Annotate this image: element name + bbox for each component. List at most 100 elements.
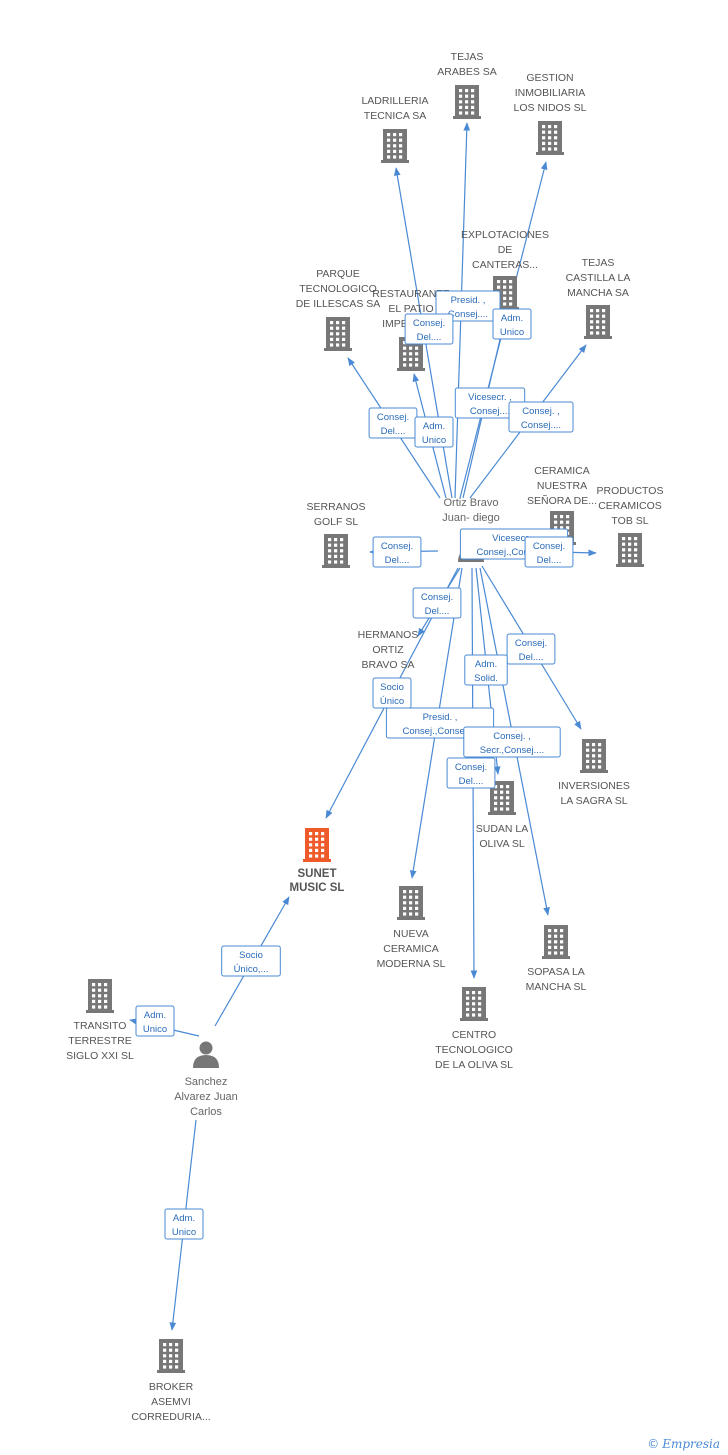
node-label: BROKER: [149, 1381, 194, 1393]
node-label: NUEVA: [393, 928, 428, 940]
relation-label-ortiz_bravo-explotaciones[interactable]: Vicesecr. ,Consej....: [454, 387, 526, 419]
node-label: DE ILLESCAS SA: [296, 298, 381, 310]
node-label: BRAVO SA: [362, 659, 415, 671]
relation-label-sanchez-broker[interactable]: Adm.Unico: [164, 1208, 204, 1240]
node-label: CERAMICA: [534, 465, 589, 477]
node-label: LADRILLERIA: [361, 95, 428, 107]
node-label: SUDAN LA: [476, 823, 529, 835]
relation-labels-layer: Presid. ,Consej....Adm.UnicoConsej.Del..…: [135, 290, 574, 1240]
relation-label-text: Consej.: [381, 541, 413, 552]
relation-label-text: Unico: [143, 1024, 167, 1035]
node-label: SEÑORA DE...: [527, 494, 597, 507]
relation-label-ortiz_bravo-restaurante[interactable]: Adm.Unico: [414, 416, 454, 448]
relation-label-ortiz_bravo-sopasa[interactable]: Consej. ,Secr.,Consej....: [463, 726, 561, 758]
relation-label-text: Presid. ,: [451, 295, 486, 306]
building-icon: [86, 979, 114, 1013]
relation-label-ortiz_bravo-sudan[interactable]: Adm. Solid.: [464, 654, 508, 686]
node-sudan[interactable]: SUDAN LA OLIVA SL: [476, 781, 529, 850]
relation-label-text: Del....: [385, 555, 410, 566]
node-gestion_inmob[interactable]: GESTION INMOBILIARIA LOS NIDOS SL: [514, 72, 587, 155]
relation-label-text: Del....: [425, 606, 450, 617]
footer-brand[interactable]: ©Empresia: [647, 1437, 720, 1451]
node-label: MANCHA SA: [567, 287, 629, 299]
node-label: Ortiz Bravo: [443, 497, 498, 509]
building-icon: [580, 739, 608, 773]
node-label: EL PATIO: [388, 303, 433, 315]
node-label: DE: [498, 244, 513, 256]
relation-label-ortiz_bravo-centro_tec[interactable]: Consej.Del....: [446, 757, 496, 789]
node-label: MUSIC SL: [290, 882, 345, 894]
node-broker[interactable]: BROKERASEMVICORREDURIA...: [131, 1339, 211, 1423]
relation-label-ortiz_bravo-productos_cer[interactable]: Consej.Del....: [524, 536, 574, 568]
node-label: Juan- diego: [442, 512, 500, 524]
relation-label-ortiz_bravo-tejas_castilla[interactable]: Consej. ,Consej....: [508, 401, 574, 433]
relation-label-ortiz_bravo-ladrilleria[interactable]: Consej.Del....: [404, 313, 454, 345]
relation-label-ortiz_bravo-tejas_arabes[interactable]: Presid. ,Consej....: [435, 290, 501, 322]
node-label: CERAMICOS: [598, 500, 662, 512]
relation-label-text: Unico: [422, 435, 446, 446]
relation-label-text: Unico: [500, 327, 524, 338]
building-icon: [381, 129, 409, 163]
node-label: PARQUE: [316, 268, 360, 280]
node-label: SIGLO XXI SL: [66, 1050, 134, 1062]
node-label: GESTION: [526, 72, 573, 84]
building-icon: [157, 1339, 185, 1373]
relation-label-text: Consej.,Consej....: [477, 547, 552, 558]
relation-label-ortiz_bravo-hermanos_ortiz[interactable]: Consej.Del....: [412, 587, 462, 619]
relation-label-ortiz_bravo-parque_tec[interactable]: Consej.Del....: [368, 407, 418, 439]
building-icon: [460, 987, 488, 1021]
node-label: CERAMICA: [383, 943, 438, 955]
relation-label-ortiz_bravo-serranos[interactable]: Consej. Del....: [372, 536, 422, 568]
node-label: MANCHA SL: [526, 981, 587, 993]
building-icon: [453, 85, 481, 119]
relation-label-text: Adm.: [501, 313, 523, 324]
building-main-icon: [303, 828, 331, 862]
relation-label-text: Adm.: [475, 659, 497, 670]
relation-label-sanchez-transito[interactable]: Adm.Unico: [135, 1005, 175, 1037]
relation-label-text: Unico: [172, 1227, 196, 1238]
relation-label-text: Socio: [239, 950, 263, 961]
node-label: CENTRO: [452, 1029, 496, 1041]
building-icon: [397, 886, 425, 920]
node-label: OLIVA SL: [479, 838, 524, 850]
node-label: SERRANOS: [307, 501, 366, 513]
relation-label-ortiz_bravo-gestion_inmob[interactable]: Adm. Unico: [492, 308, 532, 340]
building-icon: [324, 317, 352, 351]
node-sunet[interactable]: SUNET MUSIC SL: [290, 828, 345, 894]
building-icon: [542, 925, 570, 959]
relation-label-ortiz_bravo-inversiones[interactable]: Consej. Del....: [506, 633, 556, 665]
node-label: INMOBILIARIA: [515, 87, 586, 99]
relation-label-text: Consej.: [455, 762, 487, 773]
node-label: Sanchez: [185, 1076, 228, 1088]
relation-label-text: Consej. ,: [493, 731, 531, 742]
node-label: ASEMVI: [151, 1396, 191, 1408]
node-label: ARABES SA: [437, 66, 497, 78]
node-label: SUNET: [298, 868, 337, 880]
relation-label-text: Único,...: [234, 964, 269, 975]
relation-label-text: Del....: [519, 652, 544, 663]
relation-label-text: Solid.: [474, 673, 498, 684]
building-icon: [584, 305, 612, 339]
relation-label-text: Consej. ,: [522, 406, 560, 417]
node-label: TRANSITO: [74, 1020, 127, 1032]
node-label: LOS NIDOS SL: [514, 102, 587, 114]
relation-label-sanchez-sunet[interactable]: SocioÚnico,...: [221, 945, 281, 977]
building-icon: [322, 534, 350, 568]
relation-label-text: Consej.: [515, 638, 547, 649]
